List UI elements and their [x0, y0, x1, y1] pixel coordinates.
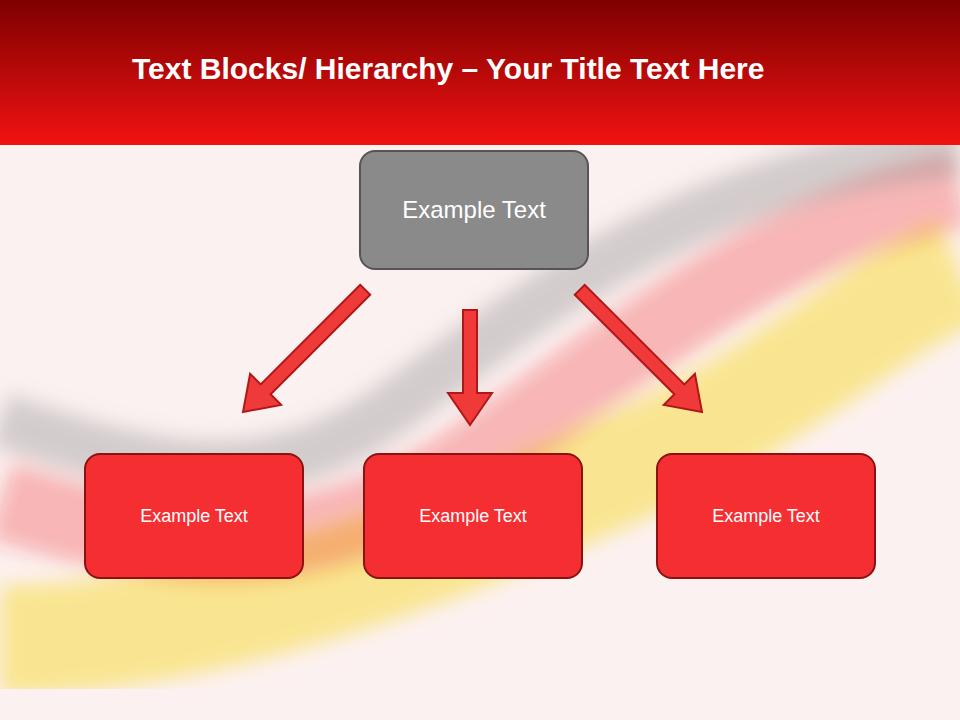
child-box: Example Text	[84, 453, 304, 579]
box-text: Example Text	[402, 196, 546, 224]
box-text: Example Text	[419, 506, 527, 527]
title-text: Text Blocks/ Hierarchy – Your Title Text…	[132, 52, 764, 86]
wave-decoration	[0, 150, 960, 640]
title-band	[0, 0, 960, 145]
box-text: Example Text	[712, 506, 820, 527]
title-bar: Text Blocks/ Hierarchy – Your Title Text…	[0, 0, 960, 145]
box-text: Example Text	[140, 506, 248, 527]
block-arrow	[575, 285, 702, 412]
block-arrow	[448, 310, 492, 425]
block-arrow	[243, 285, 370, 412]
root-box: Example Text	[359, 150, 589, 270]
child-box: Example Text	[363, 453, 583, 579]
child-box: Example Text	[656, 453, 876, 579]
